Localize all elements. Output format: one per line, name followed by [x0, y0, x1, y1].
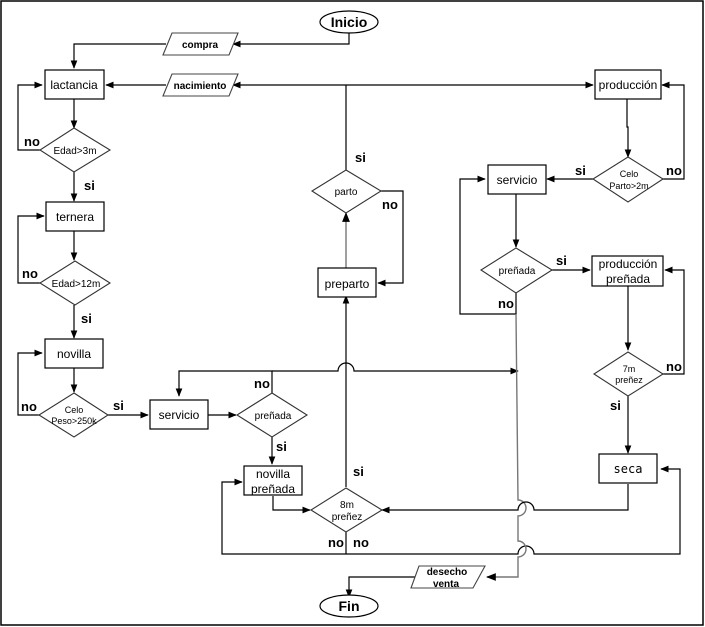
io-compra[interactable]: compra — [162, 32, 239, 56]
process-preparto-label: preparto — [325, 277, 370, 291]
io-nacimiento[interactable]: nacimiento — [162, 73, 239, 97]
label-celopeso-no: no — [21, 399, 37, 414]
connector-celoparto-no — [661, 81, 685, 180]
branch-labels: no si no si no si no si si no no si no s… — [21, 134, 682, 550]
decision-7m-prenez[interactable]: 7m preñez — [592, 351, 665, 397]
connector-novillaprenada-8m — [272, 496, 311, 514]
process-novilla-label: novilla — [57, 347, 91, 361]
connector-7m-no — [662, 266, 685, 375]
label-7m-si: si — [610, 398, 621, 413]
label-edad12m-no: no — [22, 266, 38, 281]
connector-prenada-right-no — [459, 175, 517, 315]
decision-edad12m-label: Edad>12m — [52, 279, 101, 290]
decision-celo-peso-line1: Celo — [65, 405, 84, 415]
process-novilla[interactable]: novilla — [44, 338, 104, 369]
process-produccion-prenada[interactable]: producción preñada — [591, 255, 664, 287]
label-prenada-left-si: si — [276, 439, 287, 454]
label-8m-si: si — [353, 464, 364, 479]
process-servicio-right[interactable]: servicio — [487, 164, 547, 195]
label-prenada-left-no: no — [254, 376, 270, 391]
process-seca[interactable]: seca — [598, 453, 658, 484]
decision-edad12m[interactable]: Edad>12m — [38, 260, 112, 306]
decision-edad3m[interactable]: Edad>3m — [38, 127, 112, 173]
process-novilla-prenada-line2: preñada — [251, 482, 295, 496]
process-servicio-left[interactable]: servicio — [149, 399, 209, 430]
connector-edad12m-no — [17, 212, 45, 284]
decision-parto[interactable]: parto — [310, 169, 383, 214]
start-terminal[interactable]: Inicio — [319, 10, 379, 34]
io-desecho-line1: desecho — [427, 567, 468, 578]
process-produccion-prenada-line2: preñada — [606, 272, 650, 286]
process-novilla-prenada[interactable]: novilla preñada — [243, 465, 303, 496]
decision-7m-line2: preñez — [615, 375, 643, 385]
connector-seca-8m — [381, 484, 629, 514]
process-novilla-prenada-line1: novilla — [256, 467, 290, 481]
decision-edad3m-label: Edad>3m — [53, 146, 96, 157]
process-produccion-label: producción — [599, 78, 658, 92]
label-parto-si: si — [355, 150, 366, 165]
decision-celo-peso[interactable]: Celo Peso>250k — [37, 392, 110, 438]
label-7m-no: no — [666, 359, 682, 374]
decision-celo-parto-line1: Celo — [620, 169, 639, 179]
process-lactancia-label: lactancia — [50, 78, 98, 92]
decision-8m-prenez[interactable]: 8m preñez — [309, 487, 384, 533]
start-label: Inicio — [331, 14, 368, 30]
end-terminal[interactable]: Fin — [319, 594, 379, 618]
process-produccion-prenada-line1: producción — [599, 257, 658, 271]
label-celoparto-no: no — [666, 163, 682, 178]
decision-prenada-right-label: preñada — [499, 266, 536, 277]
connector-inicio-compra — [232, 33, 350, 48]
io-desecho-line2: venta — [433, 579, 460, 590]
decision-celo-peso-line2: Peso>250k — [51, 416, 97, 426]
io-desecho-venta[interactable]: desecho venta — [410, 565, 486, 590]
label-8m-no-left: no — [328, 535, 344, 550]
decision-prenada-right[interactable]: preñada — [479, 247, 554, 294]
connector-bottom-loop-right — [346, 465, 681, 555]
connector-prenada-right-down — [486, 313, 527, 581]
label-edad3m-no: no — [24, 134, 40, 149]
connector-prenada-no-right — [272, 362, 519, 375]
label-edad12m-si: si — [81, 311, 92, 326]
process-seca-label: seca — [614, 462, 643, 476]
connector-edad3m-no — [17, 81, 43, 151]
process-ternera[interactable]: ternera — [45, 201, 105, 232]
label-prenada-right-no: no — [498, 296, 514, 311]
decision-prenada-left[interactable]: preñada — [235, 392, 309, 438]
process-preparto[interactable]: preparto — [317, 267, 377, 298]
connector-desecho-fin — [345, 576, 419, 598]
io-compra-label: compra — [182, 40, 219, 51]
label-edad3m-si: si — [84, 178, 95, 193]
label-parto-no: no — [382, 197, 398, 212]
process-lactancia[interactable]: lactancia — [44, 69, 105, 100]
decision-prenada-left-label: preñada — [255, 411, 292, 422]
process-servicio-left-label: servicio — [159, 408, 200, 422]
connector-compra-lactancia — [70, 43, 166, 69]
connector-celopeso-no — [17, 349, 43, 416]
process-produccion[interactable]: producción — [594, 69, 662, 100]
label-celopeso-si: si — [113, 398, 124, 413]
connector-prenada-no — [175, 370, 273, 397]
label-celoparto-si: si — [575, 163, 586, 178]
io-nacimiento-label: nacimiento — [174, 81, 227, 92]
decision-7m-line1: 7m — [623, 364, 636, 374]
connector-bottom-loop-left — [221, 478, 346, 555]
label-prenada-right-si: si — [556, 253, 567, 268]
end-label: Fin — [339, 598, 360, 614]
connectors — [17, 33, 685, 598]
decision-8m-line2: preñez — [332, 512, 363, 523]
label-8m-no-right: no — [353, 535, 369, 550]
connector-parto-no — [377, 190, 404, 287]
decision-parto-label: parto — [335, 187, 358, 198]
process-ternera-label: ternera — [56, 210, 94, 224]
decision-celo-parto[interactable]: Celo Parto>2m — [591, 156, 665, 203]
decision-8m-line1: 8m — [340, 500, 354, 511]
process-servicio-right-label: servicio — [497, 173, 538, 187]
decision-celo-parto-line2: Parto>2m — [609, 181, 648, 191]
connector-produccion-celoparto — [624, 99, 632, 158]
